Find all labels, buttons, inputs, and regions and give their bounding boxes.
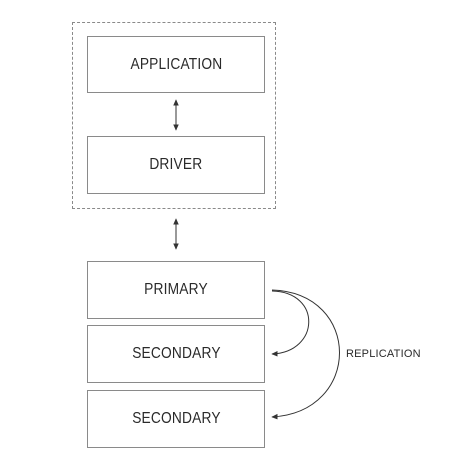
curved-arrow-icon [271,289,340,420]
replication-label: REPLICATION [346,348,421,360]
driver-label: DRIVER [149,156,203,173]
primary-label: PRIMARY [144,281,208,298]
primary-box: PRIMARY [87,261,265,319]
curved-arrow-icon [271,290,310,357]
secondary-label-2: SECONDARY [131,410,221,427]
driver-box: DRIVER [87,136,265,194]
secondary-box-1: SECONDARY [87,325,265,383]
secondary-box-2: SECONDARY [87,390,265,448]
application-label: APPLICATION [130,55,222,73]
client-group-boundary [72,22,276,209]
application-box: APPLICATION [87,36,265,93]
secondary-label-1: SECONDARY [131,345,221,362]
